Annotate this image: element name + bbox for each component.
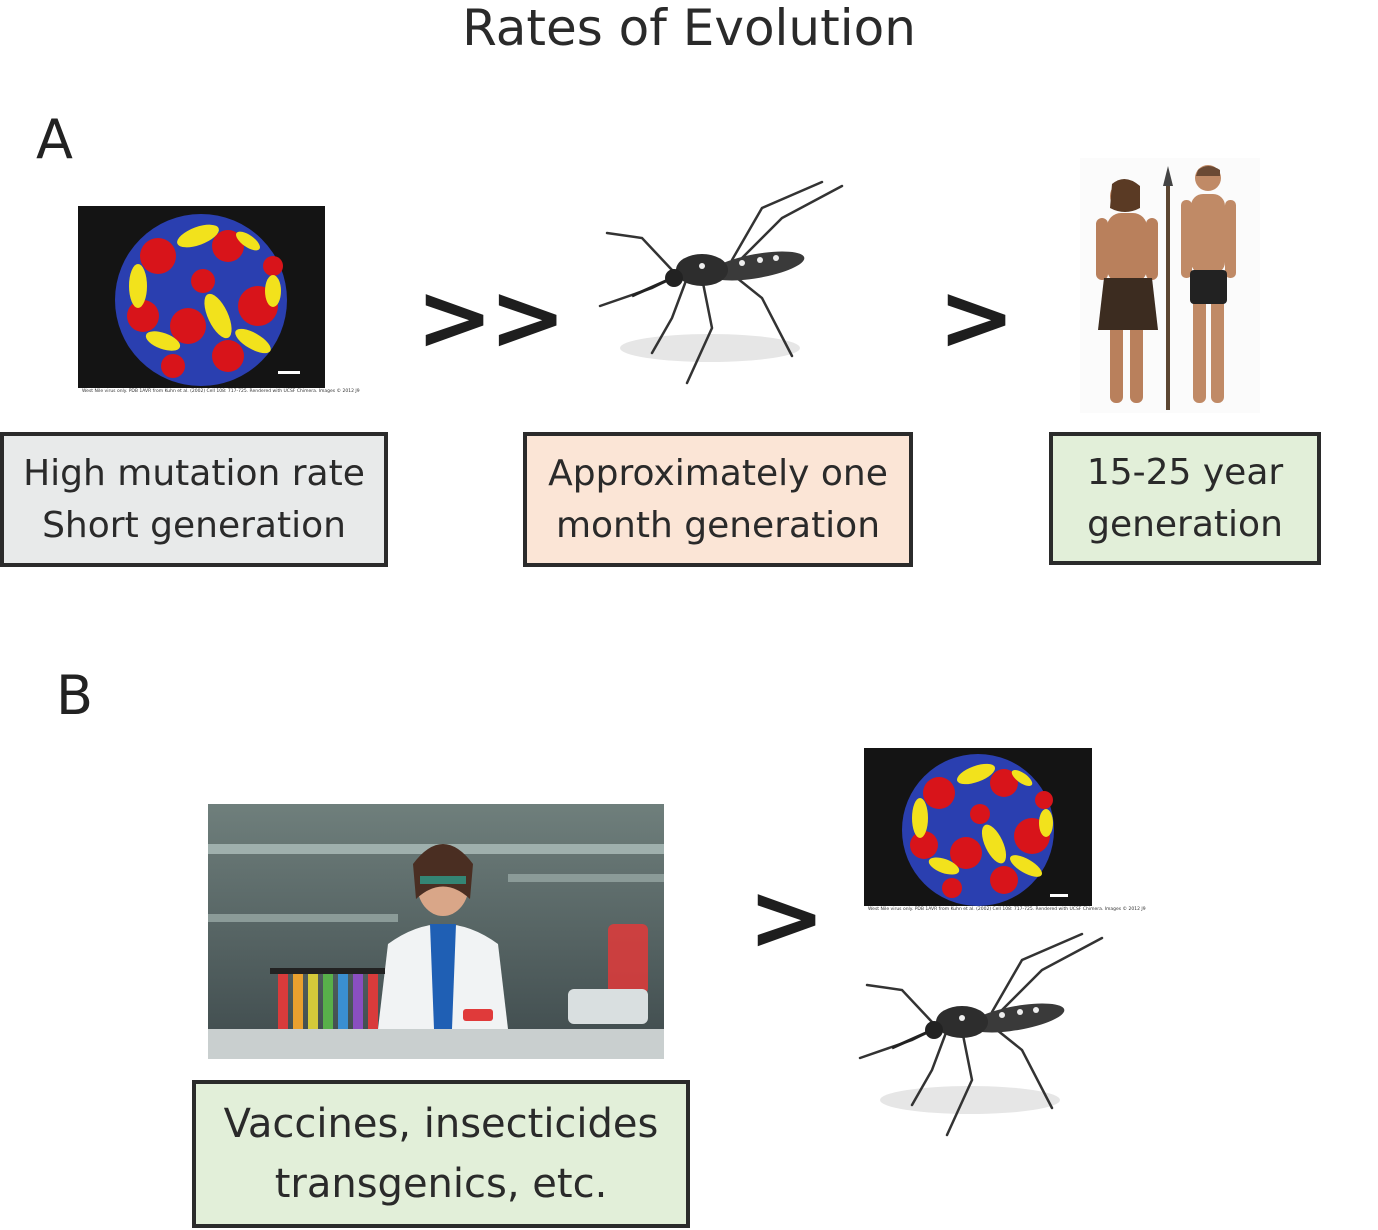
- virus-image-caption: West Nile virus only. PDB 1AVR from Kuhn…: [78, 388, 360, 402]
- human-box-line2: generation: [1087, 503, 1283, 545]
- virus-image-b: West Nile virus only. PDB 1AVR from Kuhn…: [864, 748, 1146, 920]
- mosquito-image: [592, 178, 852, 392]
- mosquito-icon: [598, 180, 844, 385]
- mosquito-icon-b: [858, 932, 1104, 1137]
- virus-image: West Nile virus only. PDB 1AVR from Kuhn…: [78, 206, 360, 402]
- interventions-line1: Vaccines, insecticides: [223, 1101, 659, 1147]
- greater-than-operator-b: >: [748, 864, 825, 971]
- mosquito-description-box: Approximately one month generation: [523, 432, 913, 567]
- human-description-box: 15-25 year generation: [1049, 432, 1321, 565]
- panel-b-label: B: [56, 664, 94, 727]
- lab-photo: [208, 804, 664, 1059]
- virus-icon-b: [864, 748, 1092, 908]
- virus-description-box: High mutation rate Short generation: [0, 432, 388, 567]
- lab-scientist-icon: [208, 804, 664, 1059]
- much-greater-than-operator: >>: [416, 264, 566, 371]
- mosquito-box-line2: month generation: [555, 504, 881, 546]
- human-figures-image: [1080, 158, 1260, 413]
- interventions-line2: transgenics, etc.: [274, 1161, 608, 1207]
- greater-than-operator-a: >: [938, 264, 1015, 371]
- panel-a-label: A: [36, 108, 73, 171]
- human-box-line1: 15-25 year: [1086, 451, 1284, 493]
- mosquito-image-b: [852, 930, 1112, 1144]
- virus-box-line1: High mutation rate: [23, 452, 365, 494]
- virus-image-b-caption: West Nile virus only. PDB 1AVR from Kuhn…: [864, 906, 1146, 920]
- virus-icon: [78, 206, 325, 388]
- figure-title: Rates of Evolution: [462, 0, 916, 57]
- mosquito-box-line1: Approximately one: [548, 452, 888, 494]
- interventions-box: Vaccines, insecticides transgenics, etc.: [192, 1080, 690, 1228]
- human-figures-icon: [1080, 158, 1260, 413]
- virus-box-line2: Short generation: [42, 504, 346, 546]
